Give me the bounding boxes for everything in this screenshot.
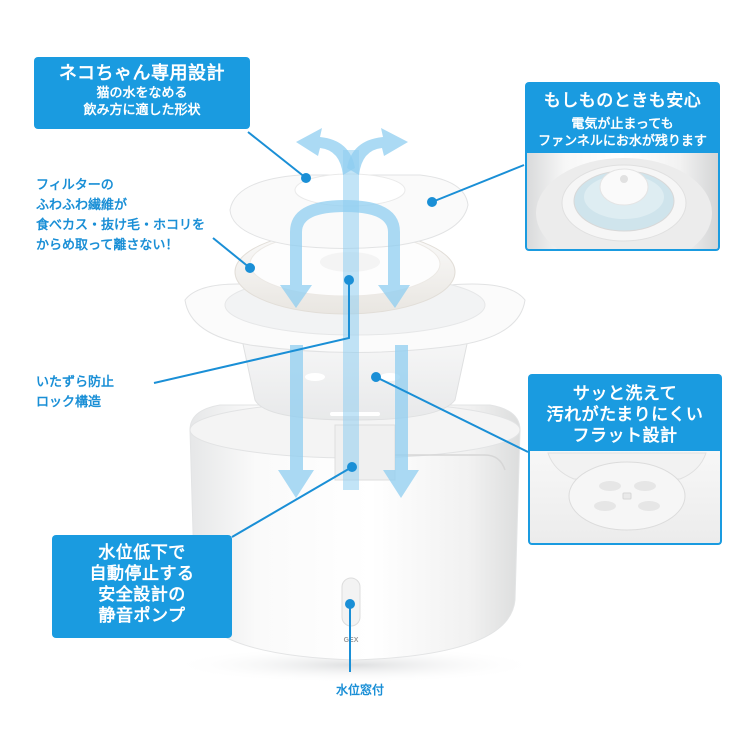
brand-mark: GEX xyxy=(344,637,359,644)
funnel-closeup-image xyxy=(525,153,720,251)
label-filter: フィルターの ふわふわ繊維が 食べカス・抜け毛・ホコリを からめ取って離さない！ xyxy=(36,176,266,256)
callout-pump-line-1: 水位低下で xyxy=(98,543,186,563)
callout-power-safe-line-2: ファンネルにお水が残ります xyxy=(538,134,707,149)
callout-connectors xyxy=(153,131,529,672)
label-filter-line-4: からめ取って離さない！ xyxy=(36,238,179,253)
floor-shadow xyxy=(170,647,540,683)
callout-power-safe: もしものときも安心 電気が止まっても ファンネルにお水が残ります xyxy=(525,82,720,154)
callout-flat-design: サッと洗えて 汚れがたまりにくい フラット設計 xyxy=(528,374,722,452)
callout-pump-line-3: 安全設計の xyxy=(98,585,186,605)
callout-flat-design-line-3: フラット設計 xyxy=(572,426,678,446)
callout-power-safe-title: もしものときも安心 xyxy=(543,91,702,111)
label-filter-line-3: 食べカス・抜け毛・ホコリを xyxy=(36,218,206,233)
callout-cat-design: ネコちゃん専用設計 猫の水をなめる 飲み方に適した形状 xyxy=(34,57,250,129)
callout-flat-design-line-1: サッと洗えて xyxy=(572,384,678,404)
funnel-closeup-illustration xyxy=(536,158,712,249)
callout-pump-line-2: 自動停止する xyxy=(89,564,195,584)
callout-dots xyxy=(245,173,437,609)
callout-cat-design-title: ネコちゃん専用設計 xyxy=(58,63,226,84)
water-flow-arrows xyxy=(278,128,419,498)
label-lock-line-2: ロック構造 xyxy=(36,395,102,410)
label-water-window: 水位窓付 xyxy=(335,683,384,697)
label-filter-line-2: ふわふわ繊維が xyxy=(36,198,128,213)
callout-cat-design-line-2: 飲み方に適した形状 xyxy=(83,103,201,118)
label-lock-line-1: いたずら防止 xyxy=(36,375,115,390)
label-filter-line-1: フィルターの xyxy=(36,178,114,193)
bowl-bottom-closeup-image xyxy=(528,451,722,545)
label-lock: いたずら防止 ロック構造 xyxy=(36,373,156,413)
callout-pump-line-4: 静音ポンプ xyxy=(98,606,186,626)
callout-cat-design-line-1: 猫の水をなめる xyxy=(96,86,188,101)
callout-flat-design-line-2: 汚れがたまりにくい xyxy=(546,405,704,425)
callout-power-safe-line-1: 電気が止まっても xyxy=(571,117,674,132)
callout-pump: 水位低下で 自動停止する 安全設計の 静音ポンプ xyxy=(52,535,232,638)
bowl-bottom-closeup-illustration xyxy=(547,452,707,531)
